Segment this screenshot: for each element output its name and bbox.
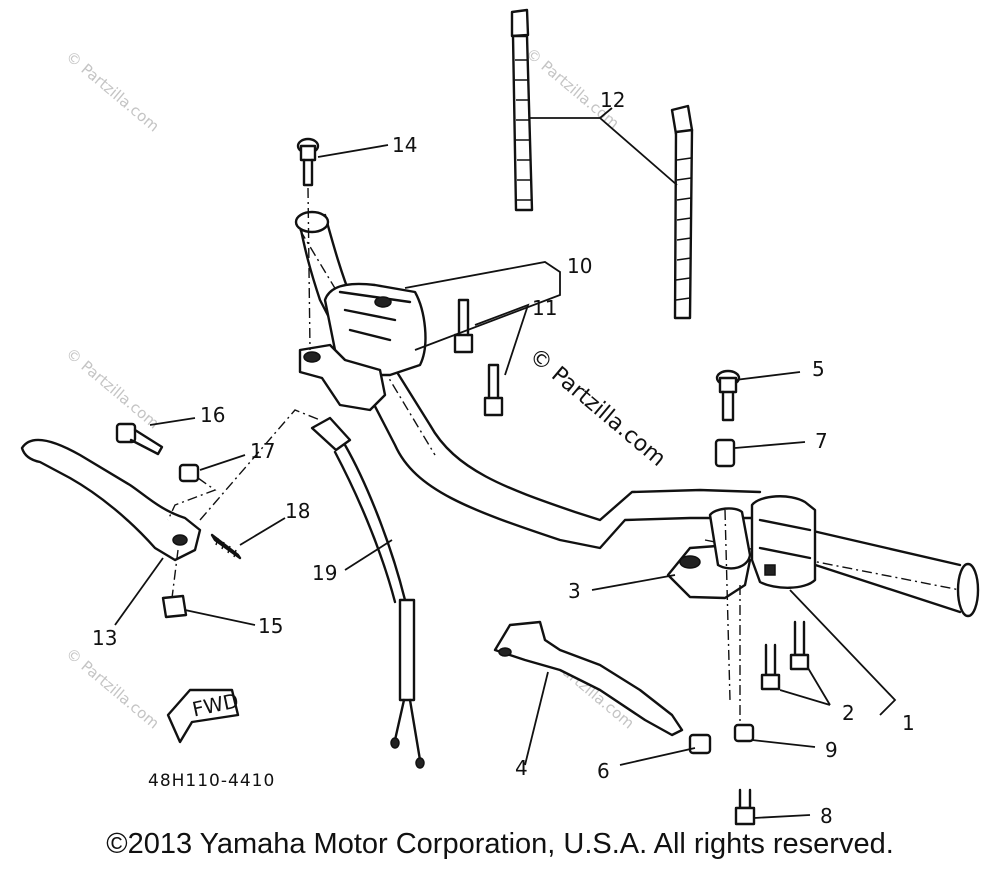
switch-cable-19: [310, 416, 425, 769]
callout-3: 3: [568, 579, 581, 603]
callout-11: 11: [532, 296, 557, 320]
small-hardware: [688, 620, 810, 826]
watermark-text: © Partzilla.com: [524, 343, 670, 471]
right-lever-holder: [666, 495, 817, 730]
callout-9: 9: [825, 738, 838, 762]
callout-5: 5: [812, 357, 825, 381]
cable-ties: [510, 8, 694, 320]
callout-2: 2: [842, 701, 855, 725]
watermark-text: © Partzilla.com: [62, 344, 162, 432]
clutch-hardware: [115, 409, 321, 560]
bolts-11: [453, 298, 504, 417]
callout-7: 7: [815, 429, 828, 453]
callout-17: 17: [250, 439, 275, 463]
watermark-text: © Partzilla.com: [62, 644, 162, 732]
watermark-text: © Partzilla.com: [62, 47, 162, 135]
fwd-arrow: FWD: [166, 688, 241, 744]
callout-1: 1: [902, 711, 915, 735]
callout-19: 19: [312, 561, 337, 585]
leader-lines: [114, 107, 897, 819]
callout-4: 4: [515, 756, 528, 780]
callout-6: 6: [597, 759, 610, 783]
copyright-notice: ©2013 Yamaha Motor Corporation, U.S.A. A…: [106, 828, 894, 860]
callout-15: 15: [258, 614, 283, 638]
callout-18: 18: [285, 499, 310, 523]
callout-labels: 1 2 3 4 5 6 7 8 9 10 11 12 13 14 15 16 1…: [92, 88, 915, 828]
callout-14: 14: [392, 133, 417, 157]
diagram-code: 48H110-4410: [148, 771, 275, 791]
callout-10: 10: [567, 254, 592, 278]
callout-16: 16: [200, 403, 225, 427]
handlebar: [294, 210, 980, 618]
bolt-14: [296, 137, 320, 351]
clutch-lever-13: [20, 438, 202, 619]
callout-13: 13: [92, 626, 117, 650]
left-lever-holder: [298, 282, 427, 412]
bolt-5-collar-7: [714, 369, 741, 468]
callout-8: 8: [820, 804, 833, 828]
brake-lever-4: [493, 620, 684, 737]
callout-12: 12: [600, 88, 625, 112]
